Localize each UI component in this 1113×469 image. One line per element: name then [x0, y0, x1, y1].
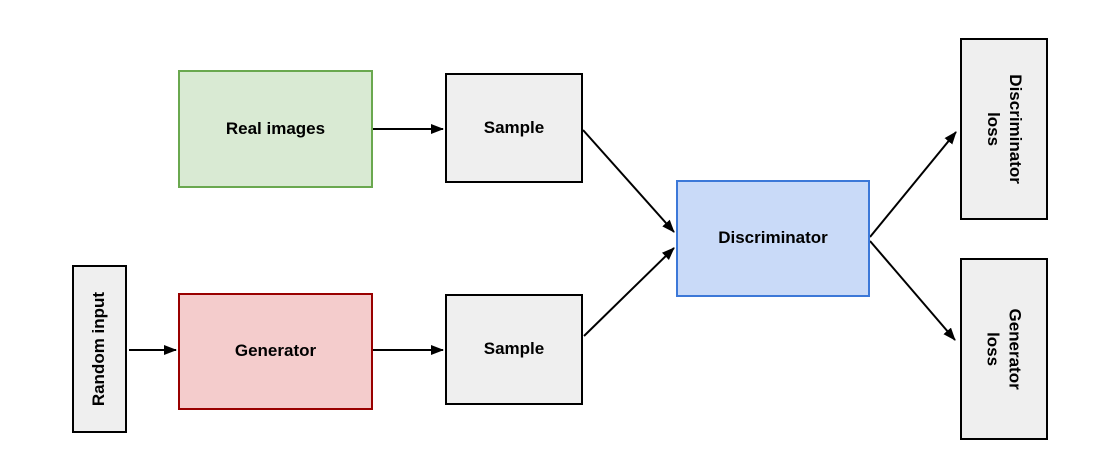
- node-generator-label: Generator: [234, 341, 317, 361]
- arrow-discriminator-to-discriminator-loss: [869, 131, 957, 238]
- arrow-sample-bottom-to-discriminator: [583, 247, 675, 337]
- node-sample-bottom: Sample: [445, 294, 583, 405]
- arrow-sample-top-to-discriminator: [582, 129, 675, 233]
- node-discriminator: Discriminator: [676, 180, 870, 297]
- node-random-input: Random input: [72, 265, 127, 433]
- node-real-images: Real images: [178, 70, 373, 188]
- node-discriminator-loss: Discriminator loss: [960, 38, 1048, 220]
- arrow-discriminator-to-generator-loss: [869, 240, 956, 341]
- node-sample-bottom-label: Sample: [483, 339, 545, 359]
- node-generator-loss: Generator loss: [960, 258, 1048, 440]
- node-real-images-label: Real images: [225, 118, 326, 138]
- node-discriminator-label: Discriminator: [718, 228, 828, 248]
- node-generator-loss-label: Generator loss: [984, 308, 1026, 390]
- node-sample-top: Sample: [445, 73, 583, 183]
- node-random-input-label: Random input: [89, 291, 109, 407]
- node-generator: Generator: [178, 293, 373, 410]
- node-discriminator-loss-label: Discriminator loss: [984, 74, 1026, 184]
- node-sample-top-label: Sample: [483, 117, 545, 137]
